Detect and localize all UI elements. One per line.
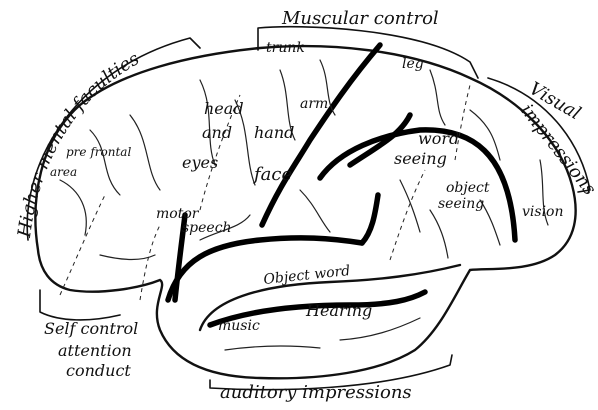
arm-label: arm bbox=[300, 96, 328, 112]
impressions-label: impressions bbox=[516, 100, 598, 199]
word-label: word bbox=[418, 129, 459, 148]
seeing-label: seeing bbox=[394, 149, 447, 168]
hearing-label: Hearing bbox=[305, 301, 372, 320]
vision-label: vision bbox=[522, 204, 564, 220]
eyes-label: eyes bbox=[182, 153, 218, 172]
self-control-label: Self control bbox=[44, 319, 138, 338]
trunk-label: trunk bbox=[266, 40, 305, 56]
object-label: object bbox=[446, 180, 490, 196]
self-control-bracket bbox=[40, 290, 120, 320]
attention-label: attention bbox=[58, 341, 132, 360]
sylvian-branch bbox=[362, 195, 378, 243]
conduct-label: conduct bbox=[66, 361, 131, 380]
face-label: face bbox=[252, 164, 292, 185]
and-label: and bbox=[202, 123, 232, 142]
music-label: music bbox=[218, 318, 260, 334]
hand-label: hand bbox=[254, 123, 294, 142]
higher-mental-faculties-label: Higher mental faculties bbox=[14, 48, 143, 239]
prefrontal-label: pre frontal bbox=[66, 145, 131, 159]
object-seeing-label: seeing bbox=[438, 196, 484, 212]
muscular-control-label: Muscular control bbox=[281, 8, 439, 29]
leg-label: leg bbox=[402, 56, 424, 72]
auditory-impressions-label: auditory impressions bbox=[220, 382, 412, 403]
area-label: area bbox=[50, 165, 77, 179]
speech-label: speech bbox=[182, 220, 232, 236]
head-label: head bbox=[204, 99, 244, 118]
